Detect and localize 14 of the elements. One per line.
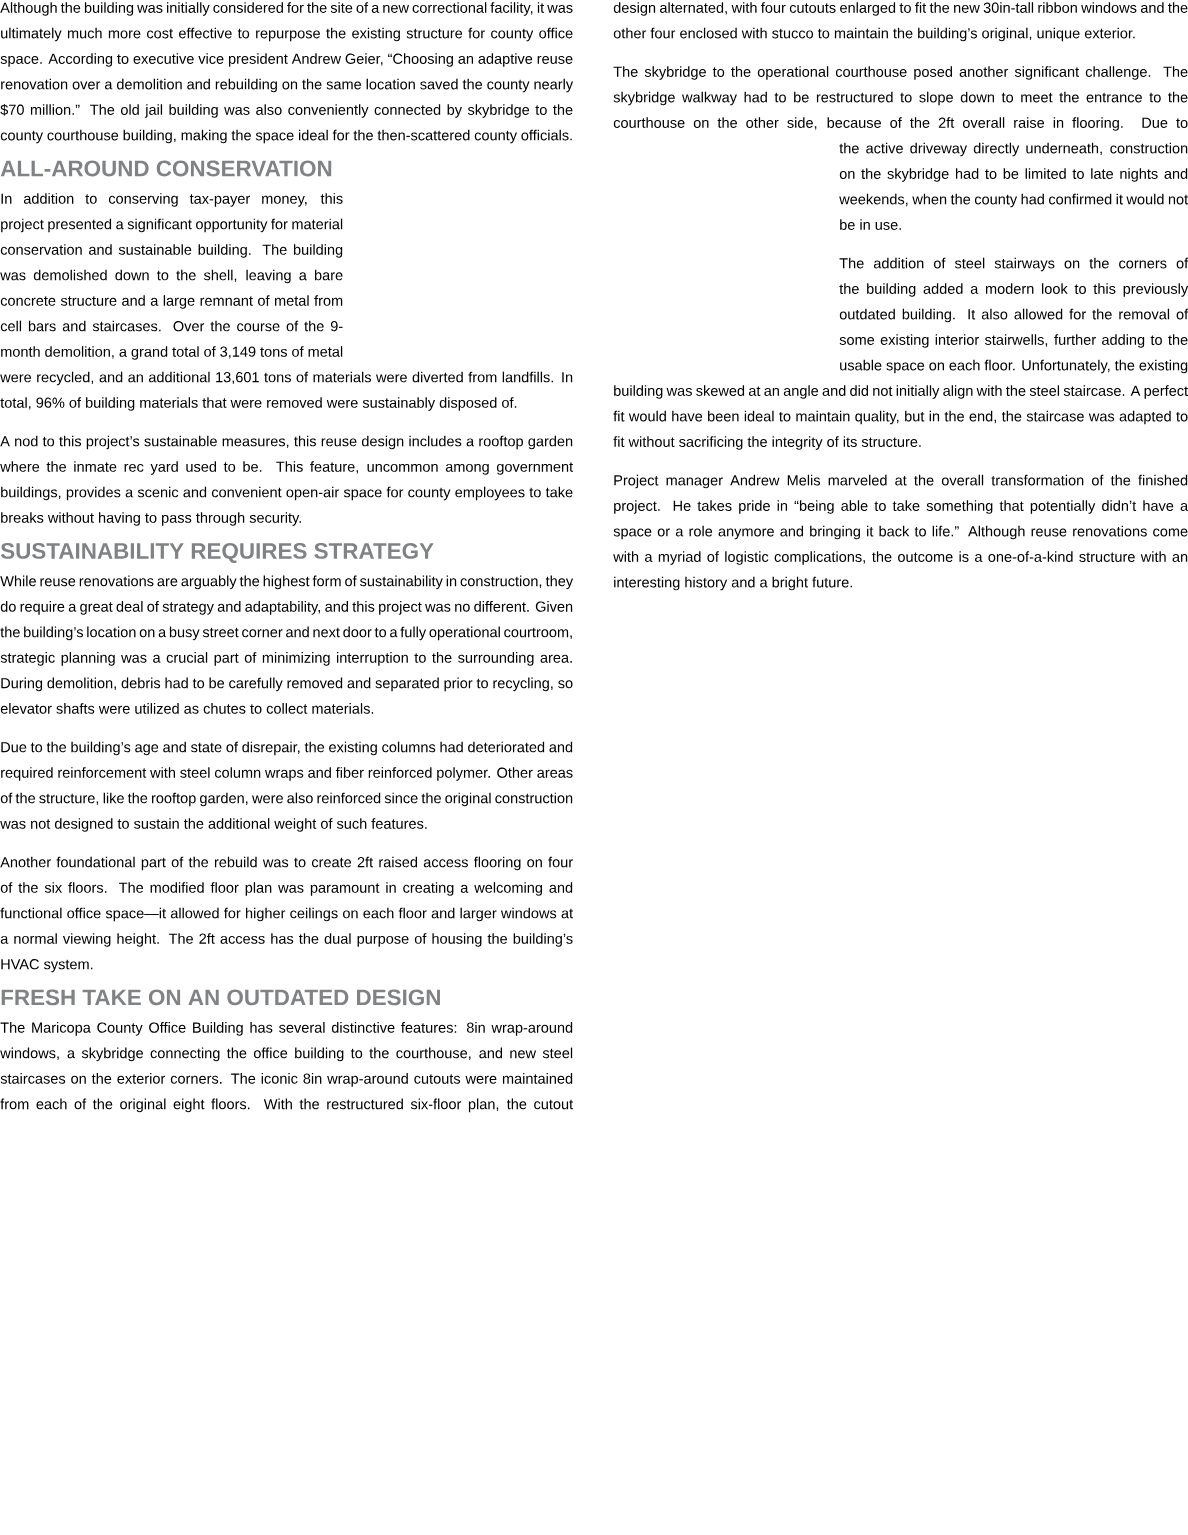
paragraph: The skybridge to the operational courthouse posed another significant challenge. The skybridge walkway had to be restructured to slope down to meet the entrance to the courthouse on the other side, because of the 2ft overall raise in flooring. Due to the active driveway directly underneath, construction on the skybridge had to be limited to late nights and weekends, when the county had confirmed it would not be in use. bbox=[613, 66, 1188, 230]
paragraph: Due to the building’s age and state of disrepair, the existing columns had deteriorated and required reinforcement with steel column wraps and fiber reinforced polymer. Other areas of the structure, like the rooftop garden, were also reinforced since the original construction was not designed to sustain the additional weight of such features. bbox=[0, 741, 573, 832]
section-heading: ALL-AROUND CONSERVATION bbox=[0, 160, 332, 177]
paragraph: The addition of steel stairways on the corners of the building added a modern look to this previously outdated building. It also allowed for the removal of some existing interior stairwells, further adding to the usable space on each floor. Unfortunately, the existing building was skewed at an angle and did not initially align with the steel staircase. A perfect fit would have been ideal to maintain quality, but in the end, the staircase was adapted to fit without sacrificing the integrity of its structure. bbox=[613, 257, 1188, 450]
paragraph: Although the building was initially considered for the site of a new correctional facility, it was ultimately much more cost effective to repurpose the existing structure for county office space. According to executive vice president Andrew Geier, “Choosing an adaptive reuse renovation over a demolition and rebuilding on the same location saved the county nearly $70 million.” The old jail building was also conveniently connected by skybridge to the county courthouse building, making the space ideal for the then-scattered county officials. bbox=[0, 2, 574, 144]
paragraph: The Maricopa County Office Building has several distinctive features: 8in wrap-around windows, a skybridge connecting the office building to the courthouse, and new steel staircases on the exterior corners. The iconic 8in wrap-around cutouts were maintained from each of the original eight floors. With the restructured six-floor plan, the cutout bbox=[0, 1022, 574, 1113]
paragraph: While reuse renovations are arguably the highest form of sustainability in construction, they do require a great deal of strategy and adaptability, and this project was no different. Given the building’s location on a busy street corner and next door to a fully operational courtroom, strategic planning was a crucial part of minimizing interruption to the surrounding area. During demolition, debris had to be carefully removed and separated prior to recycling, so elevator shafts were utilized as chutes to collect materials. bbox=[0, 575, 574, 714]
paragraph: design alternated, with four cutouts enlarged to fit the new 30in-tall ribbon windows and the other four enclosed with stucco to maintain the building’s original, unique exterior. bbox=[613, 2, 1188, 42]
paragraph: Another foundational part of the rebuild was to create 2ft raised access flooring on four of the six floors. The modified floor plan was paramount in creating a welcoming and functional office space—it allowed for higher ceilings on each floor and larger windows at a normal viewing height. The 2ft access has the dual purpose of housing the building’s HVAC system. bbox=[0, 856, 573, 973]
paragraph: In addition to conserving tax-payer money, this project presented a significant opportunity for material conservation and sustainable building. The building was demolished down to the shell, leaving a bare concrete structure and a large remnant of metal from cell bars and staircases. Over the course of the 9-month demolition, a grand total of 3,149 tons of metal were recycled, and an additional 13,601 tons of materials were diverted from landfills. In total, 96% of building materials that were removed were sustainably disposed of. bbox=[0, 193, 573, 411]
paragraph: A nod to this project’s sustainable measures, this reuse design includes a rooftop garden where the inmate rec yard used to be. This feature, uncommon among government buildings, provides a scenic and convenient open-air space for county employees to take breaks without having to pass through security. bbox=[0, 435, 574, 526]
section-heading: FRESH TAKE ON AN OUTDATED DESIGN bbox=[1, 989, 440, 1006]
section-heading: SUSTAINABILITY REQUIRES STRATEGY bbox=[0, 543, 434, 564]
paragraph: Project manager Andrew Melis marveled at the overall transformation of the finished project. He takes pride in “being able to take something that potentially didn’t have a space or a role anymore and bringing it back to life.” Although reuse renovations come with a myriad of logistic complications, the outcome is a one-of-a-kind structure with an interesting history and a bright future. bbox=[613, 474, 1188, 591]
